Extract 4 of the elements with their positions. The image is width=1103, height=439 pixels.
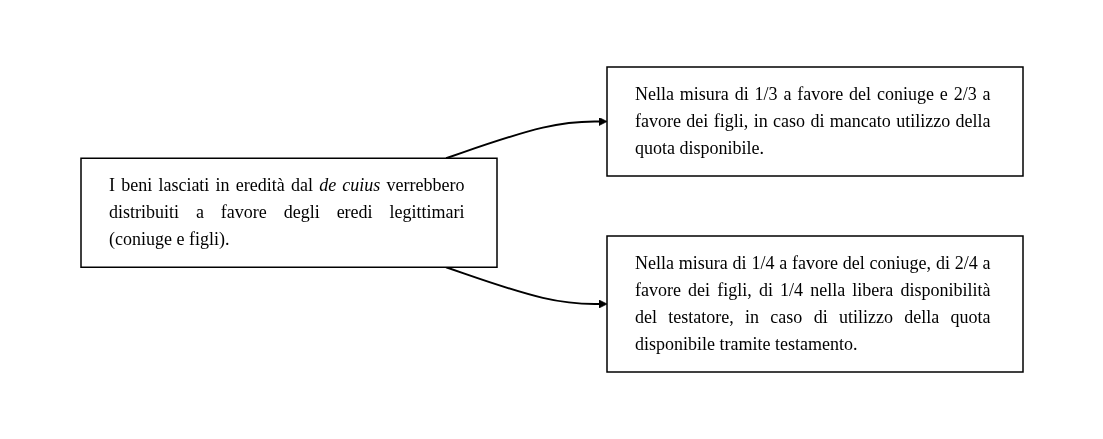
- node-box: I beni lasciati in eredità dal de cuius verrebbero distribuiti a favore degli eredi legittimari (coniuge e figli).: [79, 157, 498, 268]
- node-box: Nella misura di 1/4 a favore del coniuge, di 2/4 a favore dei figli, di 1/4 nella libera disponibilità del testatore, in caso di utilizzo della quota disponibile tramite testamento.: [605, 235, 1024, 373]
- arrow: [444, 117, 607, 160]
- node-box: Nella misura di 1/3 a favore del coniuge e 2/3 a favore dei figli, in caso di mancato utilizzo della quota disponibile.: [605, 66, 1024, 177]
